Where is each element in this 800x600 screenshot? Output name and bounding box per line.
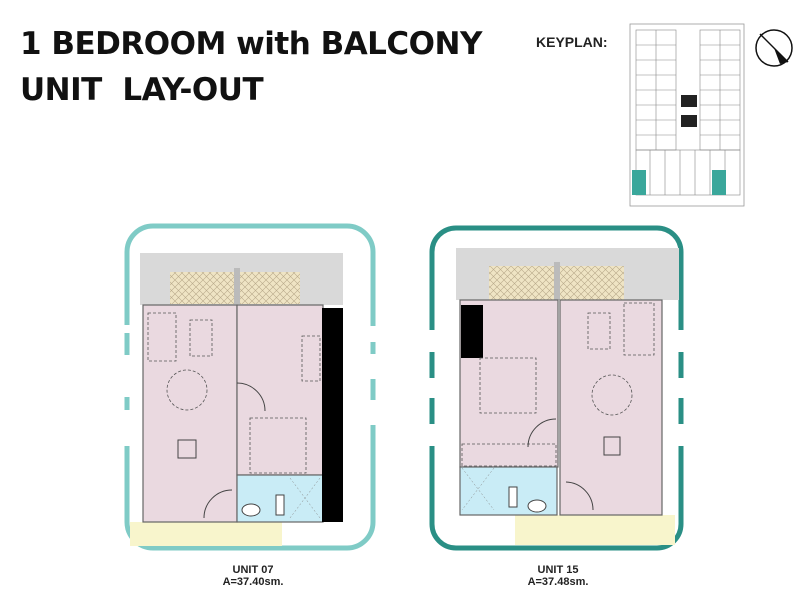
- keyplan-label: KEYPLAN:: [536, 34, 608, 50]
- north-arrow-icon: [755, 29, 793, 67]
- unit-15-plan: [429, 225, 685, 551]
- page-subtitle: UNIT LAY-OUT: [20, 72, 264, 108]
- unit-07-label: UNIT 07 A=37.40sm.: [183, 564, 323, 588]
- unit-07-name: UNIT 07: [232, 564, 274, 576]
- page-title: 1 BEDROOM with BALCONY: [20, 26, 482, 62]
- unit-15-name: UNIT 15: [537, 564, 579, 576]
- unit-07-plan: [124, 223, 378, 551]
- keyplan-drawing: [629, 23, 745, 207]
- unit-15-label: UNIT 15 A=37.48sm.: [488, 564, 628, 588]
- unit-07-area: A=37.40sm.: [222, 576, 284, 588]
- unit-15-area: A=37.48sm.: [527, 576, 589, 588]
